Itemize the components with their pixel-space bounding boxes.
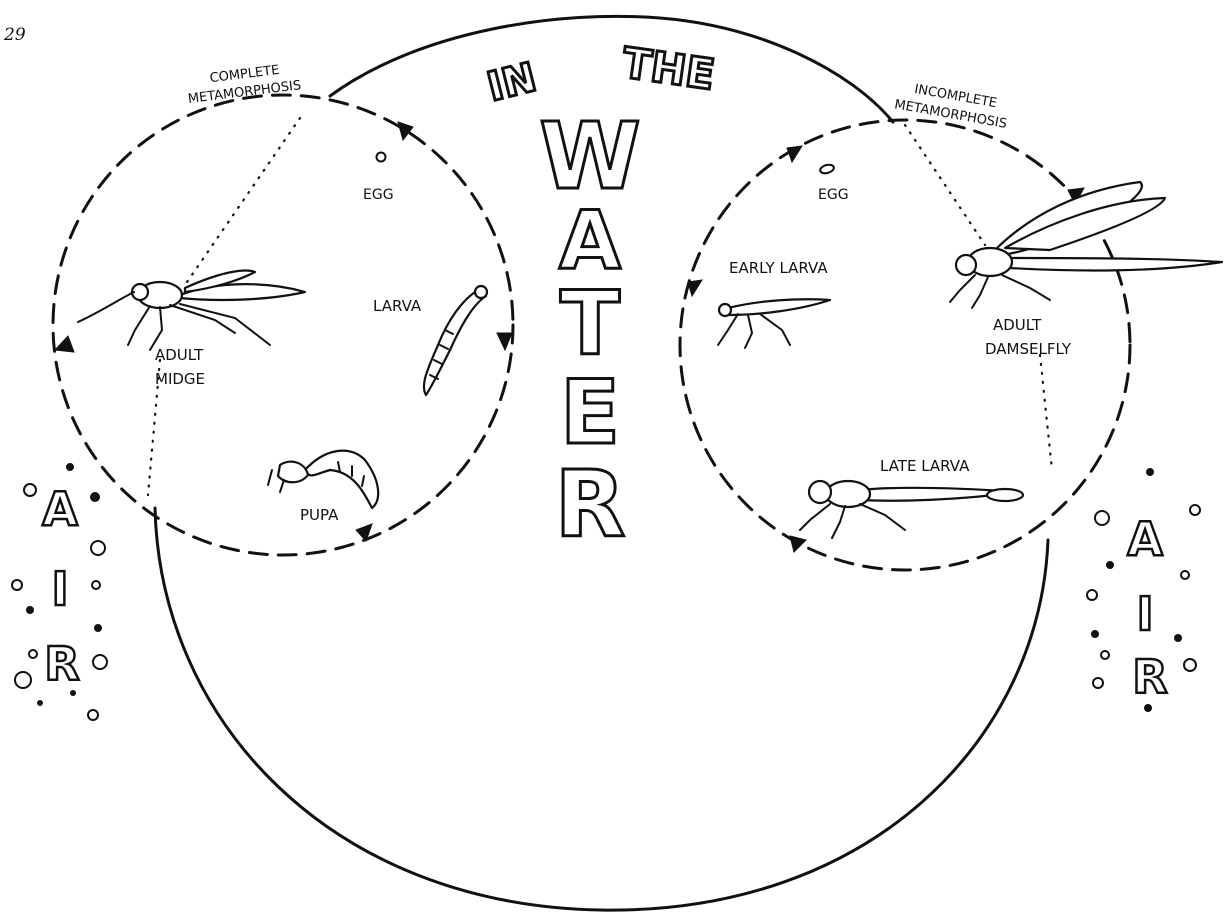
early-larva-illustration bbox=[718, 299, 830, 348]
air-left-letter: I bbox=[51, 562, 68, 616]
stage-egg: EGG bbox=[363, 187, 394, 203]
egg-icon bbox=[377, 153, 386, 162]
title-water-letter: R bbox=[555, 451, 626, 558]
egg-icon bbox=[819, 163, 835, 174]
stage-adult-damselfly: DAMSELFLY bbox=[985, 340, 1072, 358]
stage-adult-midge: ADULT bbox=[155, 346, 204, 364]
damselfly-illustration bbox=[950, 182, 1222, 308]
water-basin bbox=[155, 508, 1048, 910]
arrow-icon bbox=[55, 336, 74, 352]
page-number: 29 bbox=[3, 25, 26, 45]
title-the: THE bbox=[619, 38, 717, 99]
arrow-icon bbox=[688, 280, 702, 296]
arrow-icon bbox=[790, 536, 806, 552]
leader-line bbox=[185, 118, 300, 285]
air-left-letter: A bbox=[42, 482, 78, 536]
midge-pupa-illustration bbox=[268, 451, 378, 508]
stage-egg: EGG bbox=[818, 187, 849, 203]
arrow-icon bbox=[497, 333, 512, 350]
stage-pupa: PUPA bbox=[300, 506, 339, 524]
leader-line bbox=[1040, 355, 1052, 470]
stage-adult-damselfly: ADULT bbox=[993, 316, 1042, 334]
midge-larva-illustration bbox=[424, 286, 487, 395]
arrow-icon bbox=[398, 122, 413, 140]
midge-illustration bbox=[78, 271, 305, 350]
air-right-letter: I bbox=[1136, 587, 1153, 641]
stage-late-larva: LATE LARVA bbox=[880, 457, 970, 475]
complete-metamorphosis-heading: METAMORPHOSIS bbox=[187, 78, 302, 107]
air-right-letter: R bbox=[1132, 650, 1167, 704]
title-in: IN bbox=[483, 54, 541, 110]
title-water-letter: T bbox=[560, 272, 620, 375]
stage-early-larva: EARLY LARVA bbox=[729, 259, 828, 277]
late-larva-illustration bbox=[800, 481, 1023, 538]
title-water-letter: E bbox=[560, 361, 620, 464]
arrow-icon bbox=[787, 146, 802, 162]
air-right-letter: A bbox=[1127, 512, 1163, 566]
stage-adult-midge: MIDGE bbox=[155, 370, 205, 388]
stage-larva: LARVA bbox=[373, 297, 422, 315]
air-left-letter: R bbox=[44, 637, 79, 691]
leader-line bbox=[905, 125, 985, 245]
